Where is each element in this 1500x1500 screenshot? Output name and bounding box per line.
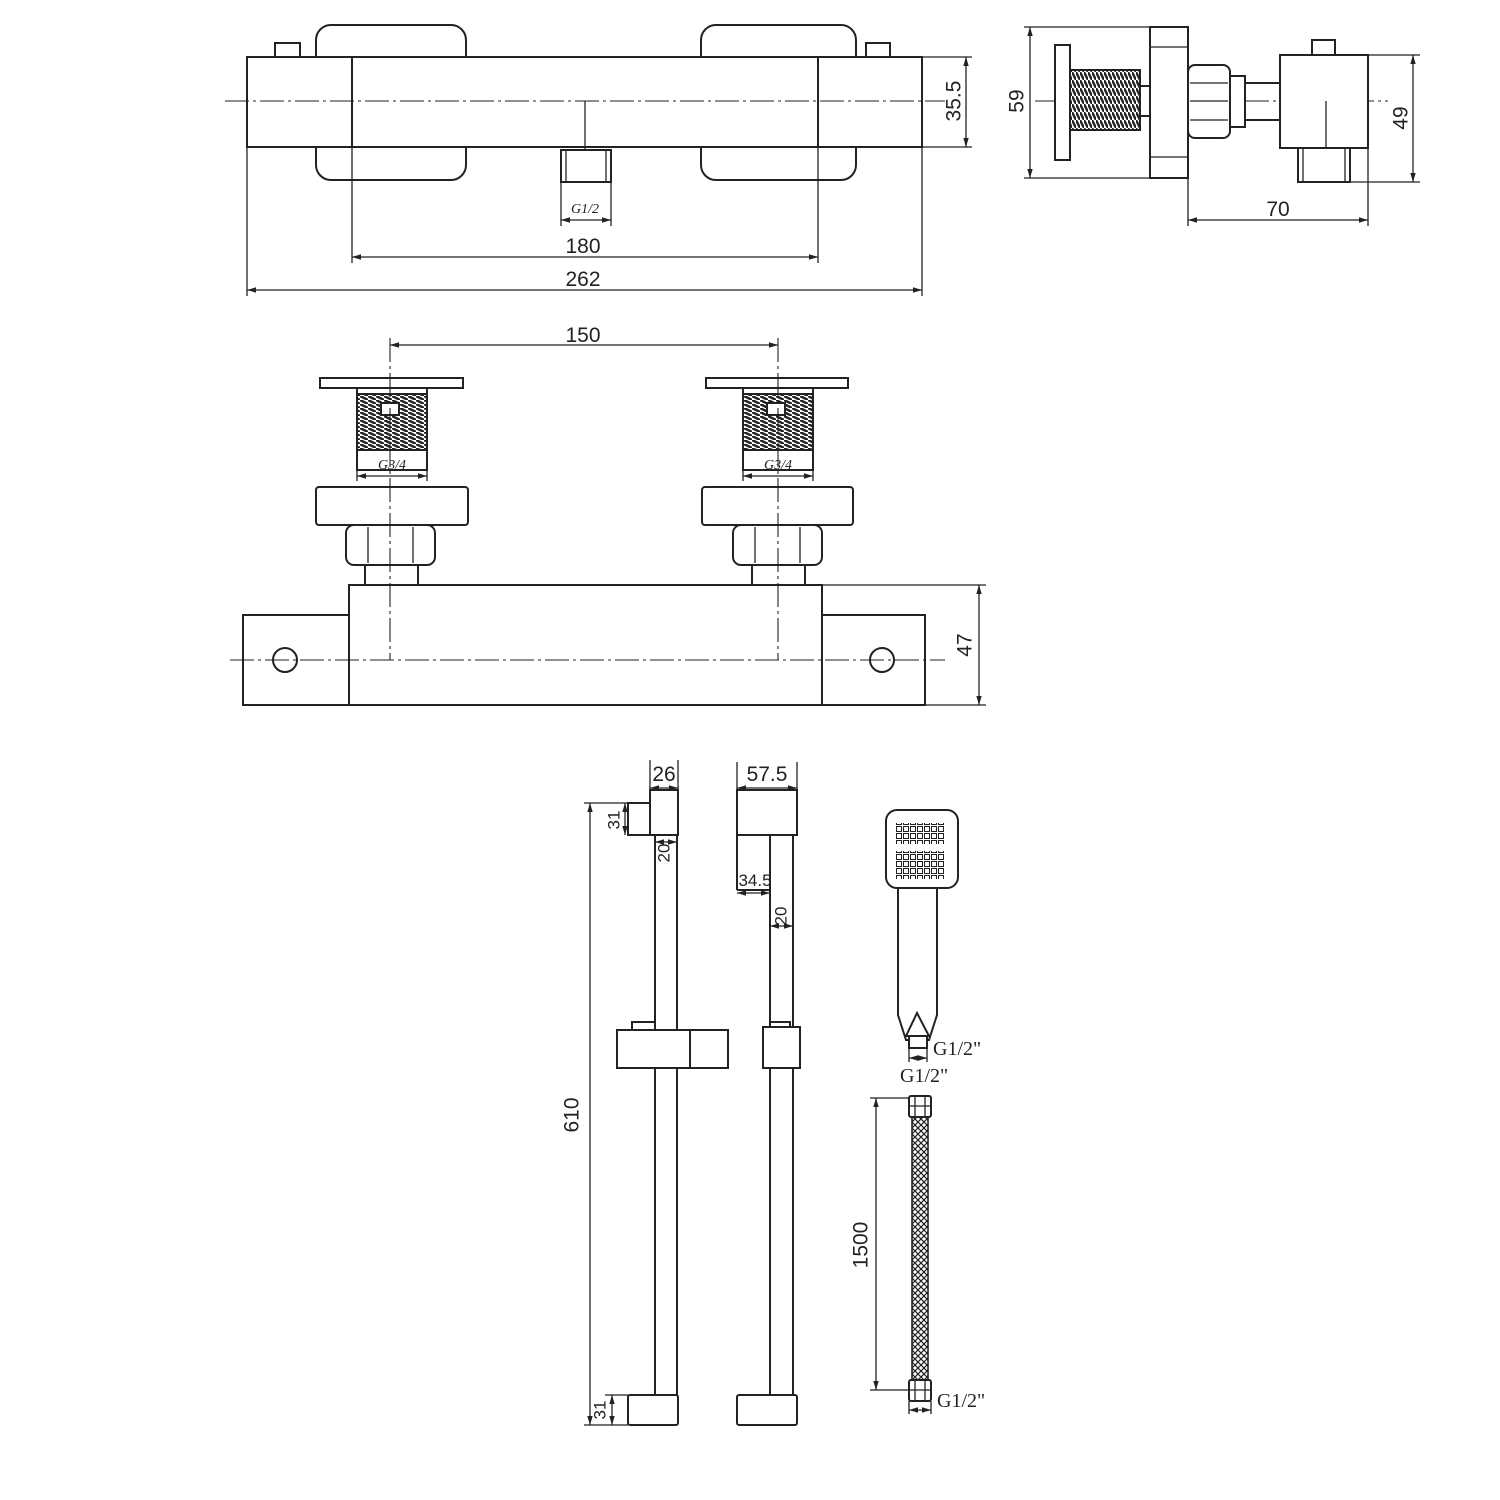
- right-pin: [865, 42, 891, 58]
- wall-plate-left: [319, 377, 464, 389]
- spray-nozzles-top: [896, 823, 945, 844]
- shower-connector: [908, 1035, 928, 1049]
- wall-plate: [1054, 44, 1071, 161]
- top-bracket-side: [736, 789, 798, 836]
- top-bracket-front: [627, 789, 679, 836]
- dim-26-label: 26: [652, 763, 675, 786]
- connector-left: [364, 564, 419, 586]
- dim-31-top-label: 31: [604, 811, 623, 830]
- connector: [1229, 75, 1246, 128]
- shower-thread-label: G1/2": [933, 1038, 981, 1060]
- side-pin: [1311, 39, 1336, 56]
- hand-shower: G1/2": [885, 809, 981, 1062]
- slider-tab: [631, 1021, 656, 1031]
- inlet-thread: [1069, 69, 1141, 131]
- dim-20-side-label: 20: [771, 907, 790, 926]
- slider-front: [616, 1029, 729, 1069]
- shower-hose: G1/2" 1500 G1/2": [850, 1065, 985, 1414]
- dim-49-label: 49: [1390, 106, 1413, 129]
- outlet-connector: [560, 149, 612, 183]
- dim-34-5-label: 34.5: [738, 871, 771, 890]
- rail-front: [654, 834, 678, 1396]
- dim-70-label: 70: [1266, 198, 1289, 221]
- side-handle-block: [1149, 26, 1189, 179]
- slider-side: [762, 1026, 801, 1069]
- side-body-block: [1279, 54, 1369, 149]
- inlet-key-right: [766, 402, 786, 416]
- hose-thread-top-label: G1/2": [900, 1065, 948, 1087]
- dim-59-label: 59: [1006, 89, 1029, 112]
- fitting-hex: [909, 1380, 931, 1401]
- plan-view: 150 G3/4 G3/4: [230, 324, 986, 706]
- fitting-hex: [909, 1096, 931, 1117]
- dim-35-5-label: 35.5: [943, 81, 966, 122]
- inlet-neck: [1139, 85, 1151, 117]
- dim-180-label: 180: [565, 235, 600, 258]
- plan-body: [348, 584, 823, 706]
- dim-150-label: 150: [565, 324, 600, 347]
- hose-braid: [911, 1116, 929, 1381]
- hose-thread-bottom-label: G1/2": [937, 1390, 985, 1412]
- dim-262-label: 262: [565, 268, 600, 291]
- handle-cap-left: [315, 486, 469, 526]
- dim-47-label: 47: [954, 633, 977, 656]
- spray-nozzles-bottom: [896, 851, 945, 879]
- dim-20-front-label: 20: [654, 844, 673, 863]
- wall-plate-right: [705, 377, 849, 389]
- front-view: G1/2 180 262 35.5: [225, 24, 972, 296]
- dim-1500-label: 1500: [850, 1222, 873, 1269]
- dim-31-bottom-label: 31: [590, 1401, 609, 1420]
- outlet-thread-label: G1/2: [571, 202, 599, 217]
- dim-57-5-label: 57.5: [747, 763, 788, 786]
- slide-rail-front: 26 31 20 610 31: [561, 760, 729, 1426]
- inlet-thread-left: [356, 393, 428, 451]
- bottom-bracket-side: [736, 1394, 798, 1426]
- dim-610-label: 610: [561, 1097, 584, 1132]
- inlet-thread-left-label: G3/4: [378, 458, 406, 473]
- side-outlet: [1297, 147, 1351, 183]
- left-pin: [274, 42, 301, 58]
- bottom-bracket-front: [627, 1394, 679, 1426]
- slide-rail-side: 57.5 34.5 20: [736, 762, 801, 1426]
- side-view: 59 49 70: [1006, 26, 1420, 226]
